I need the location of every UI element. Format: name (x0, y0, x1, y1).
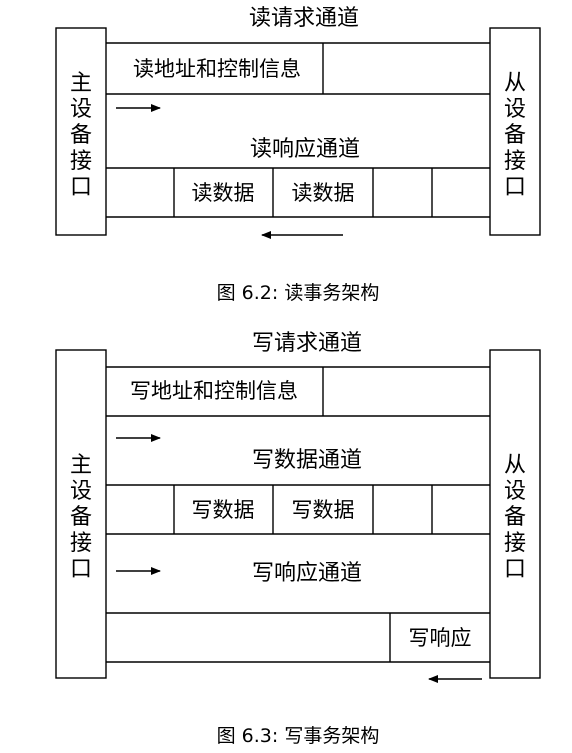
write-figure (55, 349, 541, 683)
write-data-channel-title: 写数据通道 (252, 448, 362, 473)
read-data-label: 读数据 (292, 181, 355, 205)
write-slave-box (489, 349, 541, 679)
read-figure-caption: 图 6.2: 读事务架构 (217, 282, 380, 304)
write-address-control-label: 写地址和控制信息 (130, 379, 298, 403)
write-master-interface-label: 主设备接口 (70, 453, 92, 582)
write-master-box (55, 349, 107, 679)
write-data-label: 写数据 (292, 498, 355, 522)
write-slave-interface-label: 从设备接口 (504, 453, 526, 582)
read-figure-text: 读请求通道 读地址和控制信息 读响应通道 读数据 读数据 主设备接口 从设备接口… (70, 6, 526, 304)
write-figure-caption: 图 6.3: 写事务架构 (217, 725, 380, 747)
read-slave-interface-label: 从设备接口 (504, 71, 526, 200)
read-slave-box (489, 27, 541, 236)
write-response-label: 写响应 (409, 626, 472, 650)
write-response-channel-title: 写响应通道 (252, 561, 362, 586)
read-address-control-label: 读地址和控制信息 (133, 57, 301, 81)
read-master-box (55, 27, 107, 236)
read-data-label: 读数据 (192, 181, 255, 205)
read-figure (55, 27, 541, 239)
read-response-channel-title: 读响应通道 (250, 137, 360, 162)
write-data-label: 写数据 (192, 498, 255, 522)
write-request-channel-title: 写请求通道 (252, 331, 362, 356)
read-request-channel-title: 读请求通道 (249, 6, 359, 31)
write-figure-text: 写请求通道 写地址和控制信息 写数据通道 写数据 写数据 写响应通道 写响应 主… (70, 331, 526, 747)
read-master-interface-label: 主设备接口 (70, 71, 92, 200)
